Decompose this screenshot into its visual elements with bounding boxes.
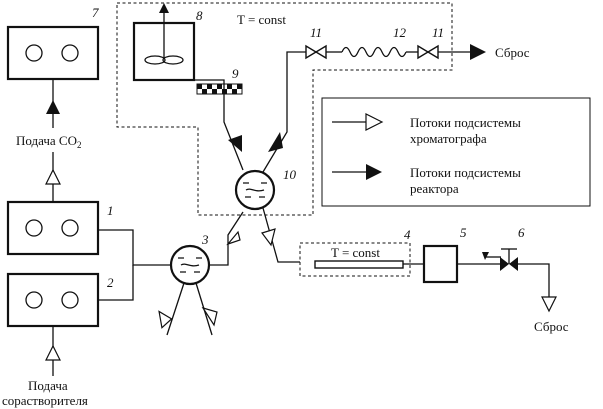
valve-11b-icon [417,44,439,60]
label-10: 10 [283,167,297,182]
pump-1 [6,200,100,256]
discharge-label-top: Сброс [495,45,530,60]
thermostat-zone [116,2,453,216]
co2-feed-arrow-icon [45,168,61,185]
label-11b: 11 [432,25,444,40]
legend-reactor-2: реактора [410,181,459,196]
valve-11a-icon [305,44,327,60]
detector-5 [422,244,459,284]
reactor-8 [132,3,196,82]
open-triangle-arrow-icon [365,113,384,131]
solvent-feed-arrow-icon [45,344,61,361]
filter-9 [196,83,243,95]
coil-12 [341,46,407,58]
label-1: 1 [107,203,114,218]
label-11a: 11 [310,25,322,40]
discharge-label-bottom: Сброс [534,319,569,334]
label-8: 8 [196,8,203,23]
discharge-arrow-icon [470,44,486,60]
label-6: 6 [518,225,525,240]
legend: Потоки подсистемы хроматографа Потоки по… [321,97,591,207]
reactor-flow-arrow-icon [228,135,242,152]
legend-chromatograph-1: Потоки подсистемы [410,115,521,130]
back-pressure-valve-6-icon [482,248,518,271]
discharge-arrow-icon [541,296,557,313]
pump-2 [6,272,100,328]
chromatograph-flow-arrow-icon [261,228,276,247]
co2-flow-arrow-icon [46,100,60,114]
label-2: 2 [107,275,114,290]
filled-triangle-arrow-icon [366,164,382,180]
legend-reactor-1: Потоки подсистемы [410,165,521,180]
solvent-feed-label-1: Подача [28,378,68,393]
chromatograph-flow-arrow-icon [226,230,241,246]
label-5: 5 [460,225,467,240]
label-9: 9 [232,66,239,81]
legend-chromatograph-2: хроматографа [410,131,487,146]
co2-feed-label: Подача CO2 [16,133,82,150]
chromatograph-flow-arrow-icon [201,306,218,327]
reactor-t-const: T = const [237,12,286,27]
reactor-flow-arrow-icon [268,132,283,152]
stirrer-icon [159,3,169,13]
label-12: 12 [393,25,407,40]
column-t-const: T = const [331,245,380,260]
solvent-feed-label-2: сорастворителя [2,393,88,408]
label-7: 7 [92,5,99,20]
pump-7 [6,25,100,81]
six-port-valve-10 [234,169,276,211]
label-4: 4 [404,227,411,242]
chromatograph-flow-arrow-icon [158,310,173,329]
label-3: 3 [201,232,209,247]
six-port-valve-3 [169,244,211,286]
